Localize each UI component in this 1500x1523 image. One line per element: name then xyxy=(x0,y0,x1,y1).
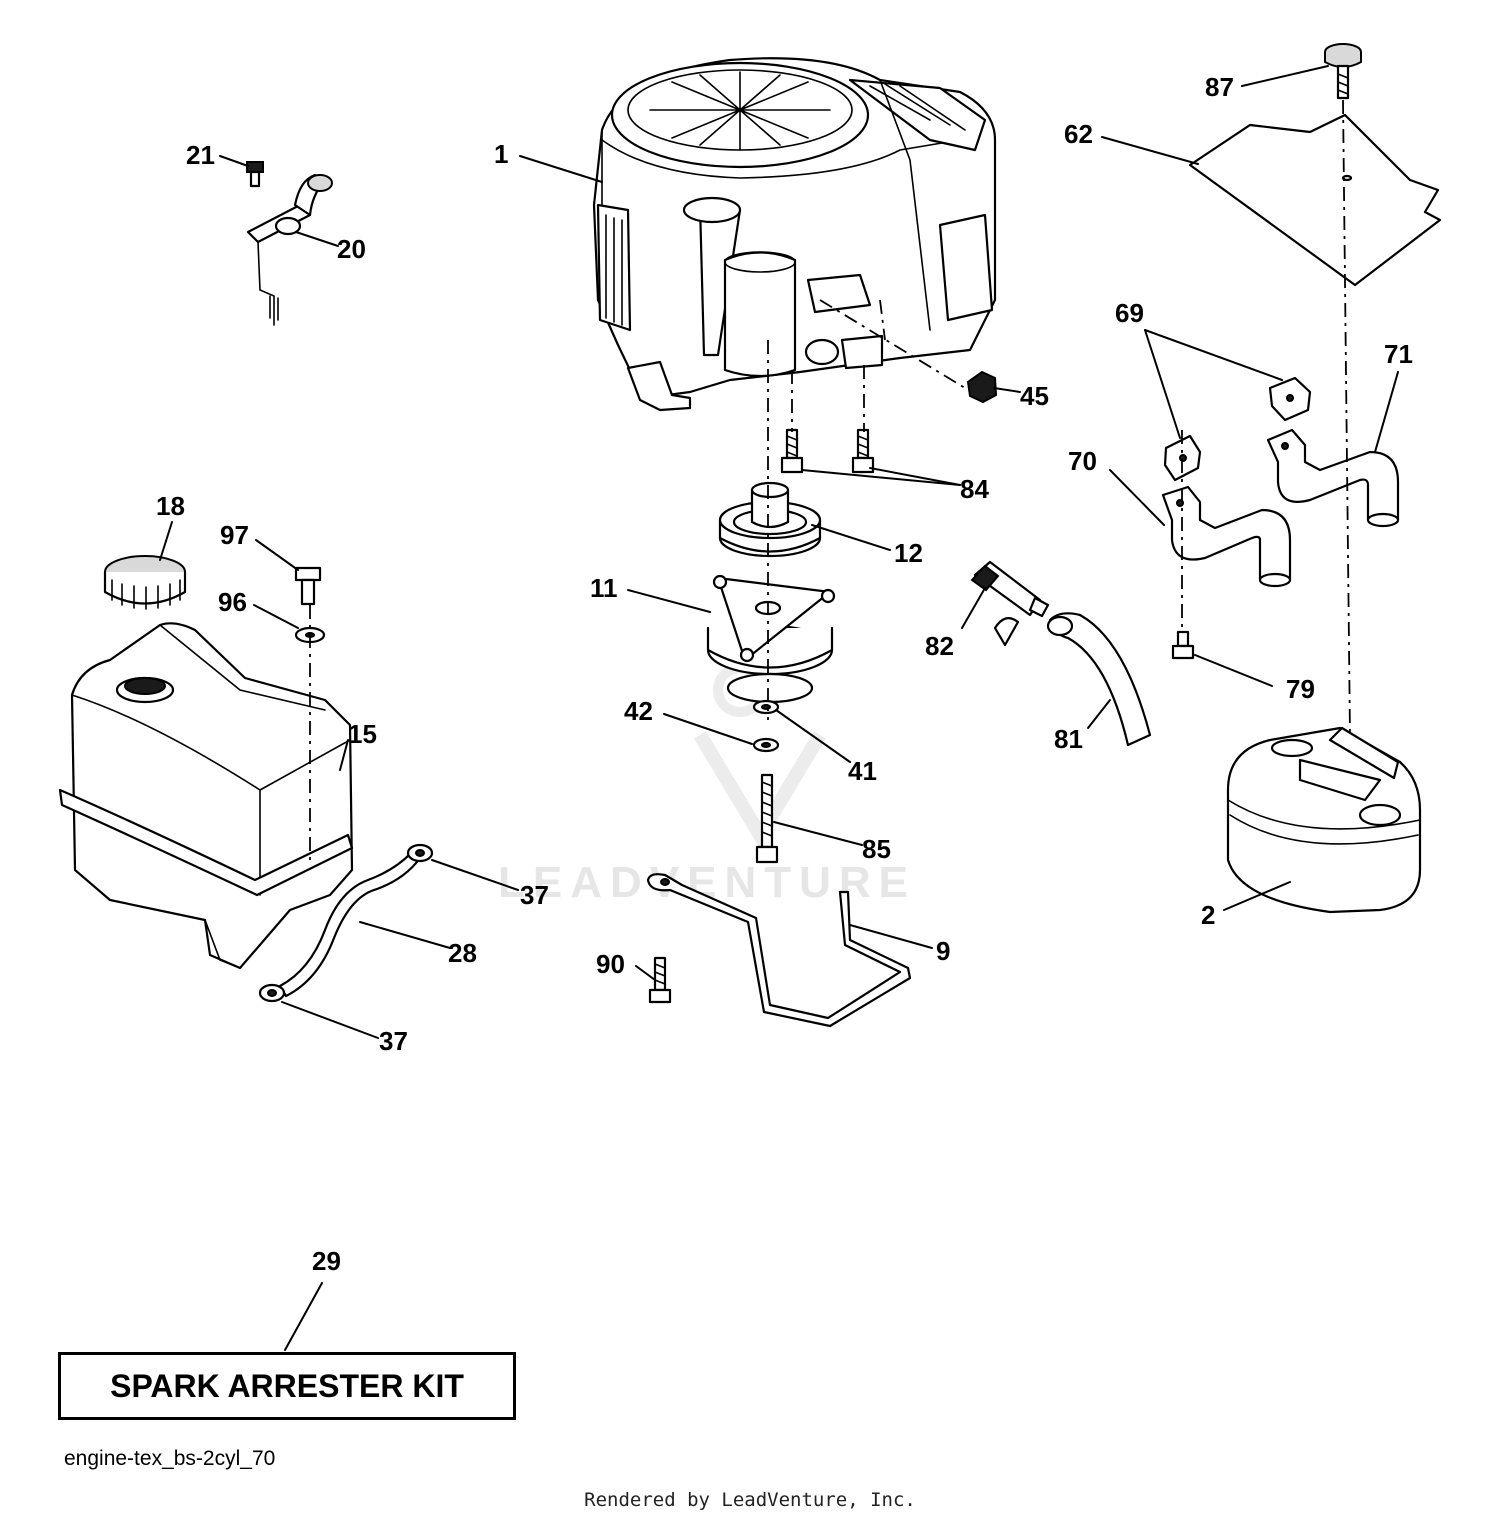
callout-84: 84 xyxy=(960,474,989,504)
bolts-84[interactable] xyxy=(780,428,875,474)
spark-arrester-kit-box[interactable]: SPARK ARRESTER KIT xyxy=(58,1352,516,1420)
screw-79[interactable] xyxy=(1171,630,1195,660)
watermark: LEADVENTURE xyxy=(498,663,908,907)
callout-37-lower: 37 xyxy=(379,1026,408,1056)
washer-41[interactable] xyxy=(752,699,780,715)
washer-42[interactable] xyxy=(752,737,780,753)
bolt-21[interactable] xyxy=(246,161,264,188)
callout-20: 20 xyxy=(337,234,366,264)
callout-37-upper: 37 xyxy=(520,880,549,910)
callout-81: 81 xyxy=(1054,724,1083,754)
spark-arrester-kit-label: SPARK ARRESTER KIT xyxy=(110,1367,464,1404)
callout-41: 41 xyxy=(848,756,877,786)
callout-87: 87 xyxy=(1205,72,1234,102)
clamp-37-upper[interactable] xyxy=(406,843,434,863)
assembly-lines xyxy=(309,99,1351,860)
callout-2: 2 xyxy=(1201,900,1215,930)
callouts: 1 2 9 11 12 15 18 20 21 28 29 37 37 41 4… xyxy=(156,72,1413,1276)
exhaust-pipe-71[interactable] xyxy=(1266,428,1400,528)
callout-29: 29 xyxy=(312,1246,341,1276)
clutch-11[interactable] xyxy=(706,574,836,704)
callout-9: 9 xyxy=(936,936,950,966)
callout-70: 70 xyxy=(1068,446,1097,476)
bolt-97[interactable] xyxy=(294,566,322,606)
diagram-code: engine-tex_bs-2cyl_70 xyxy=(64,1447,276,1470)
bolt-85[interactable] xyxy=(755,773,779,864)
knob-87[interactable] xyxy=(1324,43,1362,100)
callout-11: 11 xyxy=(590,573,618,603)
fitting-82[interactable] xyxy=(970,560,1050,647)
bolt-90[interactable] xyxy=(648,956,672,1004)
callout-97: 97 xyxy=(220,520,249,550)
muffler-2[interactable] xyxy=(1226,726,1422,914)
nut-45[interactable] xyxy=(966,370,998,404)
callout-28: 28 xyxy=(448,938,477,968)
fuel-line-28[interactable] xyxy=(278,850,422,998)
callout-21: 21 xyxy=(186,140,215,170)
pulley-12[interactable] xyxy=(718,481,822,558)
clamp-37-lower[interactable] xyxy=(258,983,286,1003)
callout-45: 45 xyxy=(1020,381,1049,411)
heat-shield-62[interactable] xyxy=(1188,113,1442,287)
gasket-69-right[interactable] xyxy=(1268,376,1312,422)
callout-42: 42 xyxy=(624,696,653,726)
throttle-control-20[interactable] xyxy=(246,173,333,326)
rod-9[interactable] xyxy=(646,873,912,1028)
callout-90: 90 xyxy=(596,949,625,979)
gasket-69-left[interactable] xyxy=(1163,434,1202,482)
callout-62: 62 xyxy=(1064,119,1093,149)
callout-12: 12 xyxy=(894,538,923,568)
callout-15: 15 xyxy=(348,719,377,749)
callout-79: 79 xyxy=(1286,674,1315,704)
callout-1: 1 xyxy=(494,139,508,169)
callout-82: 82 xyxy=(925,631,954,661)
callout-71: 71 xyxy=(1384,339,1413,369)
callout-96: 96 xyxy=(218,587,247,617)
callout-18: 18 xyxy=(156,491,185,521)
render-credit: Rendered by LeadVenture, Inc. xyxy=(584,1489,916,1511)
hose-81[interactable] xyxy=(1046,612,1152,747)
callout-69: 69 xyxy=(1115,298,1144,328)
callout-85: 85 xyxy=(862,834,891,864)
fuel-cap-18[interactable] xyxy=(103,555,187,610)
fuel-tank-15[interactable] xyxy=(58,622,354,970)
engine[interactable] xyxy=(592,57,997,412)
leader-lines xyxy=(159,65,1399,1351)
